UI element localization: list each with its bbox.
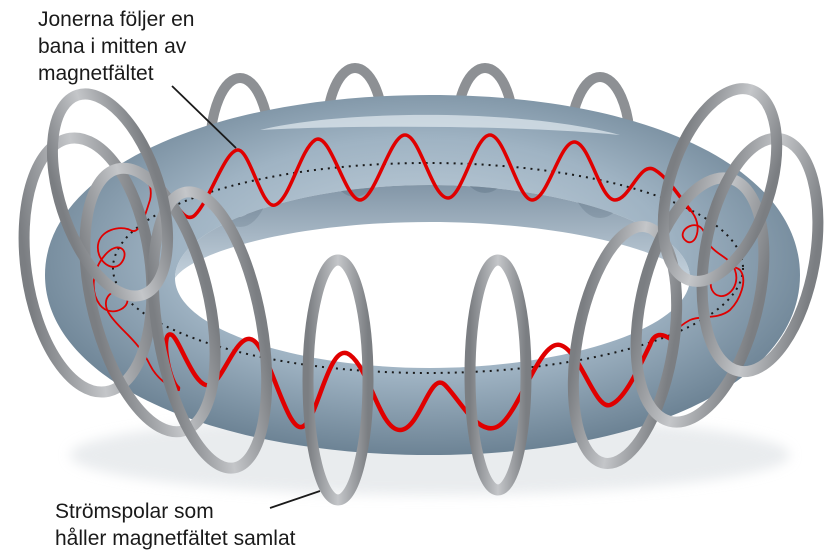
torus-body	[45, 95, 800, 455]
coil-front-9	[46, 88, 174, 302]
front-coils	[18, 83, 824, 506]
torus-highlight	[260, 114, 620, 135]
ions-annotation-line-1: Jonerna följer en	[38, 8, 195, 31]
coil-front-6	[567, 221, 683, 469]
coils-annotation-line-2: håller magnetfältet samlat	[55, 527, 296, 550]
torus-inner-wall	[175, 185, 690, 278]
coil-front-4	[302, 254, 374, 506]
ions-leader-line	[171, 85, 237, 149]
ion-path-back	[148, 133, 692, 220]
coil-front-10	[657, 83, 783, 287]
coil-front-2	[79, 162, 221, 438]
ions-annotation: Jonerna följer en bana i mitten av magne…	[38, 6, 194, 87]
coils-annotation: Strömspolar som håller magnetfältet saml…	[55, 498, 295, 552]
ion-path-left-loops	[92, 184, 181, 392]
coil-front-3	[147, 186, 273, 474]
coils-leader-line	[269, 490, 321, 509]
coils-annotation-line-1: Strömspolar som	[55, 500, 214, 523]
ions-annotation-line-2: bana i mitten av	[38, 35, 187, 58]
ions-annotation-line-3: magnetfältet	[38, 62, 154, 85]
coil-front-5	[464, 254, 532, 496]
magnetic-axis-dotted-line	[112, 162, 744, 374]
